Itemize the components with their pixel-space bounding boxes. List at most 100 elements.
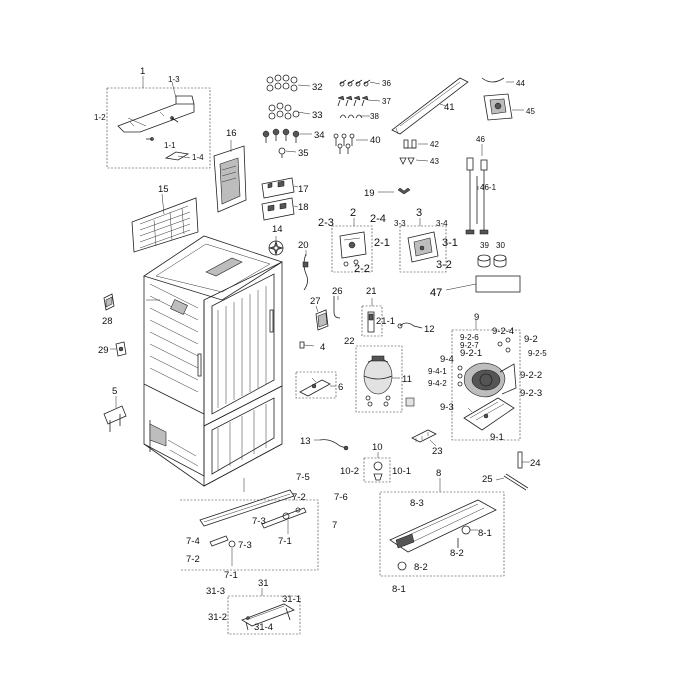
- callout-7-1a: 7-1: [278, 536, 292, 547]
- callout-2-4: 2-4: [370, 213, 386, 225]
- callout-3-2: 3-2: [436, 259, 452, 271]
- callout-8-1a: 8-1: [478, 528, 492, 539]
- callout-9-1: 9-1: [490, 432, 504, 443]
- part-38-clips: [339, 114, 370, 119]
- part-32-clips: [266, 74, 311, 92]
- part-40-screws: [333, 133, 368, 154]
- part-3-assembly: [399, 218, 447, 273]
- part-19-clip: [378, 187, 411, 195]
- callout-33: 33: [312, 110, 323, 121]
- callout-32: 32: [312, 82, 323, 93]
- callout-26: 26: [332, 286, 343, 297]
- callout-11: 11: [402, 374, 412, 385]
- callout-17: 17: [298, 184, 309, 195]
- part-7-rails: [180, 478, 319, 571]
- part-45-bracket: [483, 93, 524, 121]
- callout-9-4-1: 9-4-1: [428, 367, 447, 376]
- part-10-assembly: [363, 452, 391, 483]
- callout-30: 30: [496, 241, 505, 250]
- callout-3-4: 3-4: [436, 219, 448, 228]
- callout-9-2-6: 9-2-6: [460, 333, 479, 342]
- part-4-plug: [299, 341, 315, 349]
- callout-28: 28: [102, 316, 113, 327]
- hardware-clips-group: [262, 74, 429, 165]
- callout-1-1: 1-1: [164, 141, 176, 150]
- callout-14: 14: [272, 224, 283, 235]
- part-36-clips: [339, 79, 381, 87]
- callout-8-2b: 8-2: [414, 562, 428, 573]
- part-33-clips: [268, 102, 311, 120]
- callout-9-2: 9-2: [524, 334, 538, 345]
- callout-7-2a: 7-2: [292, 492, 306, 503]
- callout-31: 31: [258, 578, 269, 589]
- callout-2-2: 2-2: [354, 263, 370, 275]
- callout-9-4: 9-4: [440, 354, 454, 365]
- callout-24: 24: [530, 458, 541, 469]
- callout-42: 42: [430, 140, 439, 149]
- callout-9: 9: [474, 312, 479, 323]
- callout-3-1: 3-1: [442, 237, 458, 249]
- callout-45: 45: [526, 107, 535, 116]
- part-41-rail: [391, 77, 469, 135]
- callout-8: 8: [436, 468, 441, 479]
- callout-7-4: 7-4: [186, 536, 200, 547]
- part-44-hose: [481, 77, 514, 83]
- part-11-cap: [405, 397, 415, 407]
- callout-2-1: 2-1: [374, 237, 390, 249]
- callout-7-2b: 7-2: [186, 554, 200, 565]
- callout-7-3a: 7-3: [252, 516, 266, 527]
- part-15-vent-panel: [131, 193, 199, 253]
- part-16-panel: [213, 140, 247, 213]
- part-13-wire: [314, 439, 349, 451]
- part-5-bracket: [103, 396, 127, 432]
- callout-1-4: 1-4: [192, 153, 204, 162]
- callout-7-1b: 7-1: [224, 570, 238, 581]
- part-14-fan: [268, 236, 284, 256]
- part-31-handle: [227, 588, 301, 635]
- callout-29: 29: [98, 345, 109, 356]
- part-34-screws: [262, 128, 312, 143]
- callout-9-3: 9-3: [440, 402, 454, 413]
- callout-12: 12: [424, 324, 435, 335]
- part-2-assembly: [331, 218, 373, 273]
- callout-8-1b: 8-1: [392, 584, 406, 595]
- part-8-base: [379, 478, 505, 577]
- callout-7-6: 7-6: [334, 492, 348, 503]
- callout-31-2: 31-2: [208, 612, 227, 623]
- part-29-clip: [110, 341, 127, 357]
- callout-34: 34: [314, 130, 325, 141]
- part-23-bracket: [411, 429, 437, 447]
- callout-21: 21: [366, 286, 377, 297]
- callout-47: 47: [430, 287, 442, 299]
- callout-8-3: 8-3: [410, 498, 424, 509]
- callout-13: 13: [300, 436, 311, 447]
- part-39-cap: [477, 254, 491, 268]
- callout-43: 43: [430, 157, 439, 166]
- callout-41: 41: [444, 102, 455, 113]
- callout-31-3: 31-3: [206, 586, 225, 597]
- callout-labels: 1 1-1 1-2 1-3 1-4 2 2-1 2-2 2-3 2-4 3 3-…: [94, 66, 547, 633]
- callout-31-4: 31-4: [254, 622, 273, 633]
- callout-44: 44: [516, 79, 525, 88]
- callout-23: 23: [432, 446, 443, 457]
- callout-9-2-1: 9-2-1: [460, 348, 482, 359]
- callout-9-2-2: 9-2-2: [520, 370, 542, 381]
- callout-16: 16: [226, 128, 237, 139]
- part-21-assembly: [361, 298, 383, 337]
- callout-20: 20: [298, 240, 309, 251]
- part-17-pcb: [261, 177, 299, 199]
- callout-6: 6: [338, 382, 343, 393]
- callout-2: 2: [350, 207, 356, 219]
- callout-10-1: 10-1: [392, 466, 411, 477]
- part-1-bracket-assembly: [106, 76, 211, 169]
- callout-8-2a: 8-2: [450, 548, 464, 559]
- part-37-screws: [337, 95, 381, 107]
- callout-36: 36: [382, 79, 391, 88]
- callout-7: 7: [332, 520, 337, 531]
- callout-4: 4: [320, 342, 325, 353]
- part-35-screw: [278, 147, 297, 158]
- part-12-wire: [397, 322, 423, 329]
- callout-10-2: 10-2: [340, 466, 359, 477]
- part-30-cap: [493, 254, 507, 268]
